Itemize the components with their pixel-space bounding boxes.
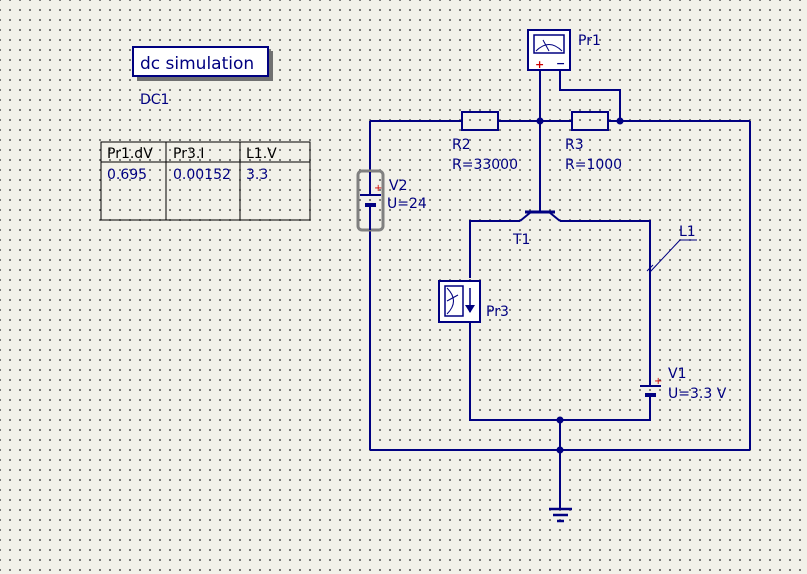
table-value-l1-v: 3.3	[246, 167, 268, 183]
junction-dot	[556, 446, 564, 454]
dc-simulation-name: DC1	[140, 92, 169, 108]
wire	[560, 220, 651, 378]
dc-simulation-label: dc simulation	[140, 54, 254, 74]
wire	[469, 322, 651, 421]
pr1-plus-sign: +	[535, 58, 544, 71]
l1-name: L1	[679, 224, 696, 240]
pr1-name: Pr1	[578, 33, 601, 49]
r2-name: R2	[452, 137, 471, 153]
v2-plus-sign: +	[374, 183, 382, 194]
transistor-t1[interactable]: T1	[512, 200, 561, 248]
wire	[559, 70, 621, 121]
resistor-r3[interactable]: R3 R=1000	[565, 111, 622, 173]
t1-name: T1	[512, 232, 530, 248]
results-table[interactable]: Pr1.dV Pr3.I L1.V 0.695 0.00152 3.3	[100, 141, 311, 221]
r3-name: R3	[565, 137, 584, 153]
table-header-pr1-dv: Pr1.dV	[107, 146, 153, 162]
junction-dot	[536, 117, 544, 125]
voltage-source-v1[interactable]: + V1 U=3.3 V	[640, 366, 727, 402]
table-header-l1-v: L1.V	[246, 146, 277, 162]
voltage-source-v2[interactable]: + V2 U=24	[356, 169, 427, 232]
wires	[369, 70, 751, 508]
junction-dot	[616, 117, 624, 125]
ground-icon[interactable]	[549, 507, 572, 523]
table-value-pr1-dv: 0.695	[107, 167, 147, 183]
r3-value: R=1000	[565, 157, 622, 173]
wire	[469, 220, 520, 278]
junction-dot	[556, 416, 564, 424]
resistor-r2[interactable]: R2 R=33000	[450, 111, 518, 173]
table-value-pr3-i: 0.00152	[173, 167, 231, 183]
v1-name: V1	[668, 366, 686, 382]
pr3-name: Pr3	[486, 304, 509, 320]
junctions	[536, 117, 624, 454]
pr1-minus-sign: −	[556, 57, 565, 70]
v1-plus-sign: +	[654, 376, 662, 387]
table-header-pr3-i: Pr3.I	[173, 146, 204, 162]
r2-value: R=33000	[452, 157, 518, 173]
voltmeter-pr1[interactable]: + − Pr1	[527, 29, 601, 71]
node-label-l1[interactable]: L1	[646, 224, 697, 273]
ammeter-pr3[interactable]: Pr3	[438, 280, 509, 323]
v2-name: V2	[389, 178, 407, 194]
v2-value: U=24	[387, 196, 427, 212]
v1-value: U=3.3 V	[668, 386, 727, 402]
dc-simulation-block[interactable]: dc simulation DC1	[132, 46, 273, 108]
